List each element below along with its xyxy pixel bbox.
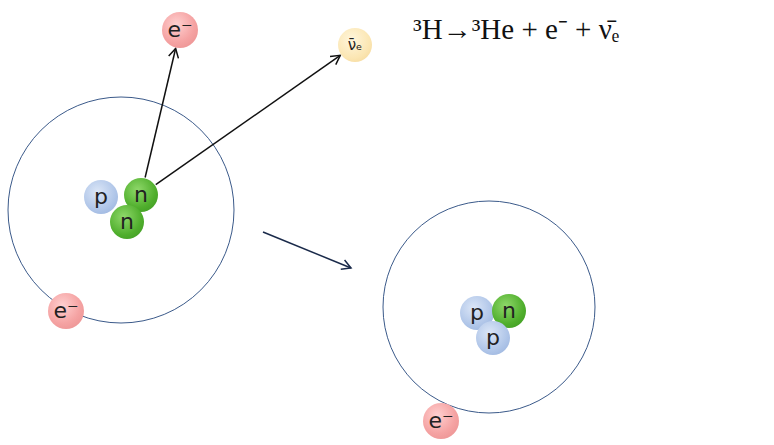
decay-equation: ³H→³He + e⁻ + ν̄ₑ bbox=[413, 8, 619, 47]
proton-symbol: p bbox=[94, 186, 108, 208]
antineutrino-circle: ν̄ₑ bbox=[338, 28, 372, 62]
electron-symbol: e⁻ bbox=[428, 410, 453, 432]
electron-symbol: e⁻ bbox=[53, 300, 78, 322]
proton-symbol: p bbox=[486, 327, 500, 349]
electron-symbol: e⁻ bbox=[167, 19, 192, 41]
proton-symbol: p bbox=[470, 302, 484, 324]
emission-arrow bbox=[145, 48, 175, 177]
decay-arrow bbox=[263, 232, 351, 268]
atom-orbit bbox=[383, 201, 595, 413]
neutron-symbol: n bbox=[120, 211, 134, 233]
electron-circle: e⁻ bbox=[48, 293, 84, 329]
emission-arrow bbox=[156, 55, 341, 184]
electron-circle: e⁻ bbox=[423, 403, 459, 439]
neutron-symbol: n bbox=[502, 300, 516, 322]
proton-circle: p bbox=[84, 180, 118, 214]
neutron-symbol: n bbox=[134, 184, 148, 206]
electron-circle: e⁻ bbox=[162, 12, 198, 48]
neutron-circle: n bbox=[110, 205, 144, 239]
proton-circle: p bbox=[476, 321, 510, 355]
atom-orbit bbox=[8, 97, 234, 323]
antineutrino-symbol: ν̄ₑ bbox=[348, 38, 363, 53]
